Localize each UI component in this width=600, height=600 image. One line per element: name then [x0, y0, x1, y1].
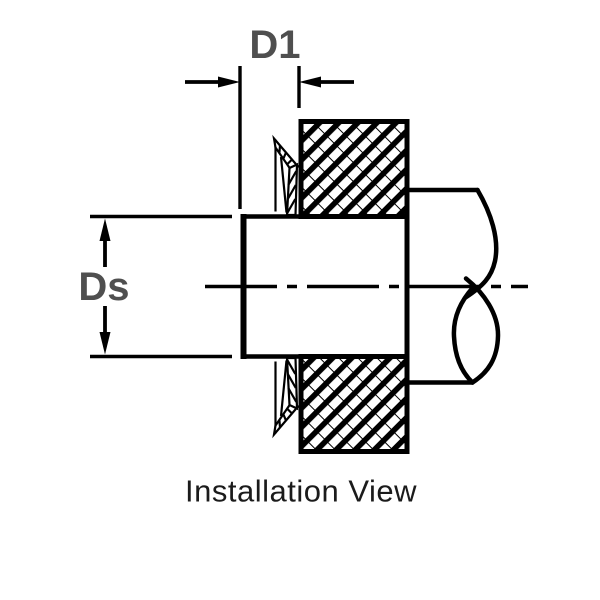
washer-lower-body-hatch [287, 387, 298, 403]
dimension-ds: Ds [78, 214, 232, 359]
panel-upper-block [298, 119, 410, 219]
dimension-label-d1: D1 [249, 23, 300, 67]
dimension-label-ds: Ds [78, 265, 129, 309]
break-lens-left-arc [451, 285, 476, 385]
washer-upper-body-hatch [286, 184, 297, 200]
washer-upper-tip-hatch [282, 152, 288, 160]
ds-arrowhead-down [99, 332, 111, 355]
washer-lower-half [272, 356, 300, 439]
washer-lower-cone-silhouette [279, 360, 288, 417]
washer-lower-tip-hatch [282, 413, 288, 421]
washer-lower-body-hatch [286, 373, 297, 389]
washer-lower-tip-hatch [286, 407, 293, 415]
d1-arrowhead-left [218, 76, 240, 88]
washer-upper-cone-silhouette [279, 156, 288, 213]
washer-upper-half [272, 134, 300, 217]
break-lens-right-arc [463, 276, 501, 385]
washer-lower-tip-hatch [278, 419, 282, 428]
washer-upper-body-hatch [286, 198, 297, 214]
hatched-panel [298, 119, 410, 454]
panel-lower-block [298, 354, 410, 454]
d1-arrowhead-right [299, 76, 321, 88]
washer-upper-tip-hatch [286, 158, 293, 166]
washer-upper-body-hatch [287, 170, 298, 186]
figure-caption: Installation View [185, 474, 417, 509]
ds-arrowhead-up [99, 218, 111, 241]
washer-lower-body-hatch [286, 359, 297, 375]
dimension-d1: D1 [185, 23, 354, 209]
washer-upper-tip-hatch [278, 145, 282, 154]
